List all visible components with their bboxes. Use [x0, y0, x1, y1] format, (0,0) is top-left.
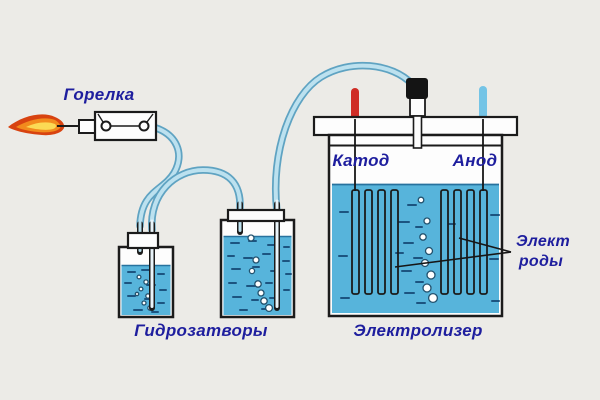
seal2-lid	[226, 208, 286, 223]
gas-outlet	[406, 78, 428, 149]
seal2-water	[223, 236, 292, 315]
electrode-comb-cathode	[351, 189, 399, 295]
label-anode: Анод	[452, 151, 498, 170]
water-seal-2	[219, 199, 296, 319]
electrolyzer	[312, 78, 519, 318]
flame-icon	[8, 114, 65, 136]
anode-terminal	[479, 86, 487, 121]
label-electrodes-line2: роды	[518, 253, 563, 270]
gas-outlet-cap	[406, 78, 428, 99]
label-burner: Горелка	[64, 85, 135, 104]
burner-nozzle	[78, 119, 97, 134]
electrode-pointer-lines	[394, 237, 512, 268]
burner	[8, 110, 158, 142]
label-electrolyzer: Электролизер	[353, 321, 482, 340]
labels: Горелка Катод Анод Элект роды Гидрозатво…	[64, 85, 570, 340]
gas-outlet-cylinder	[409, 97, 426, 117]
cathode-terminal	[351, 88, 359, 121]
seal2-bubbles	[247, 234, 274, 313]
label-cathode: Катод	[332, 151, 389, 170]
seal1-cap	[126, 231, 160, 250]
label-electrodes-line1: Элект	[516, 233, 570, 250]
label-water-seals: Гидрозатворы	[134, 321, 268, 340]
water-seal-1	[117, 219, 175, 319]
gas-outlet-stem	[412, 115, 423, 149]
hoses	[136, 61, 416, 234]
